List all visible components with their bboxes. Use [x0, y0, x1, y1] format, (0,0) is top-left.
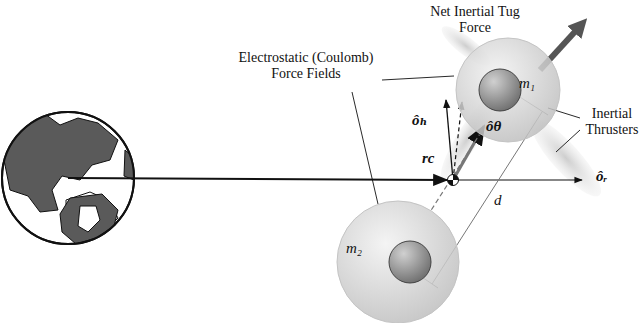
tug-force-label: Net Inertial Tug Force [425, 4, 525, 36]
spacecraft-m1: m₁ [455, 37, 561, 143]
oh-axis [446, 100, 453, 180]
thruster-plumes [433, 20, 610, 204]
spacecraft-m2: m₂ [336, 200, 460, 323]
sphere-outline [336, 200, 460, 323]
sphere-outline [455, 37, 561, 143]
rc-label: rc [422, 150, 435, 167]
separation-line [431, 135, 479, 210]
otheta-axis [453, 126, 484, 180]
or-axis [453, 179, 582, 180]
or-label: ôᵣ [596, 168, 607, 185]
position-vector [68, 178, 447, 180]
d-label: d [494, 192, 502, 209]
thruster-label: Inertial Thrusters [582, 106, 642, 138]
mass-label: m₁ [519, 75, 535, 92]
mass-label: m₂ [346, 240, 362, 257]
otheta-label: ôθ [486, 118, 501, 135]
oh-label: ôₕ [412, 112, 427, 129]
force-field-label: Electrostatic (Coulomb) Force Fields [226, 50, 386, 82]
